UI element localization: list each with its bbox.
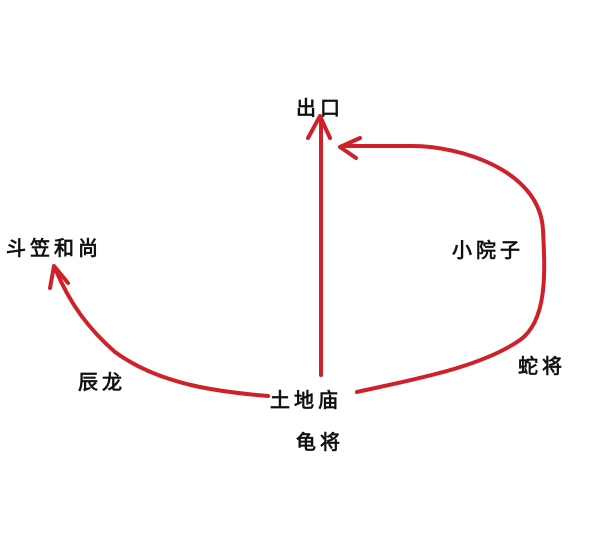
arrowhead-courtyard-exit-icon (338, 136, 362, 160)
arrowhead-doulihe-icon (48, 264, 70, 290)
edge-label-guijiang: 龟将 (296, 430, 344, 454)
node-temple: 土地庙 (270, 388, 342, 412)
edge-label-shejiang: 蛇将 (518, 354, 566, 378)
edge-label-chenlong: 辰龙 (78, 370, 126, 394)
path-temple-to-doulihe (53, 266, 270, 398)
node-exit: 出口 (296, 96, 344, 120)
node-courtyard: 小院子 (452, 238, 524, 262)
node-doulihe: 斗笠和尚 (6, 236, 102, 260)
path-temple-via-courtyard (340, 144, 547, 394)
arrowhead-exit-icon (306, 114, 332, 140)
